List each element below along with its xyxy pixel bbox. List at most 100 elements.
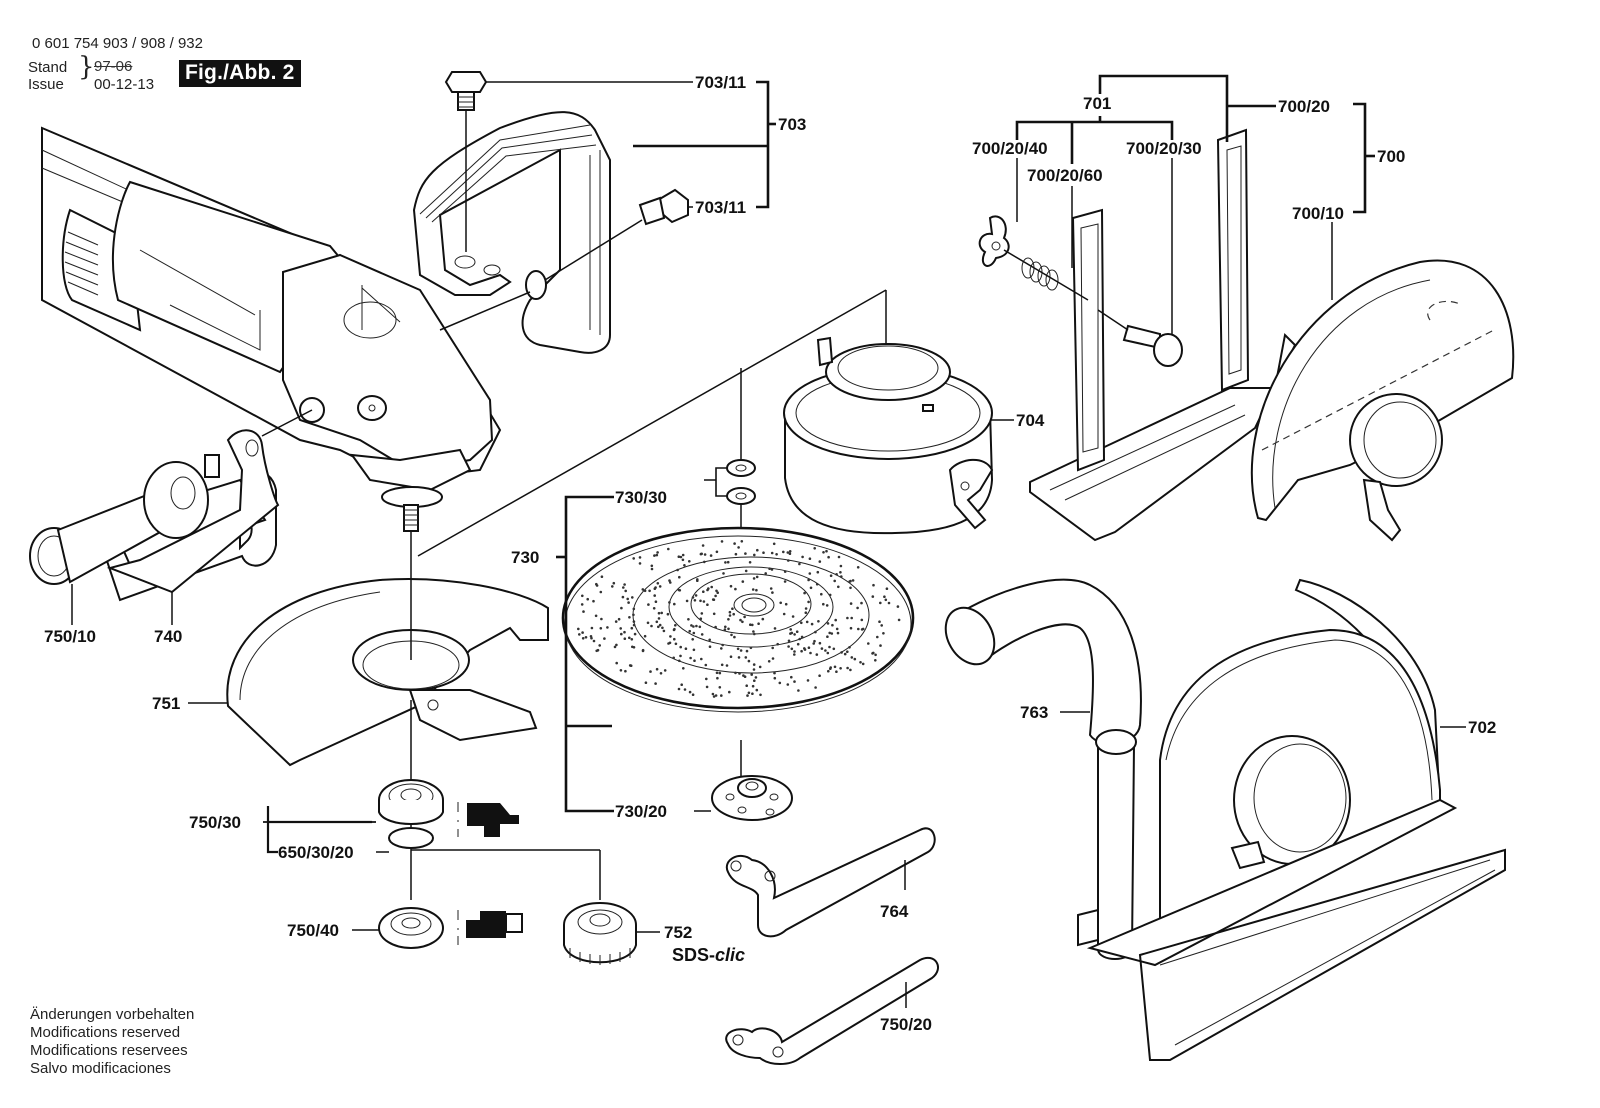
disc-dot bbox=[592, 639, 596, 643]
label-700-20: 700/20 bbox=[1278, 97, 1330, 116]
disc-dot bbox=[690, 624, 693, 627]
disc-dot bbox=[577, 627, 580, 631]
disc-dot bbox=[694, 594, 698, 597]
disc-dot bbox=[788, 550, 792, 553]
disc-dot bbox=[582, 610, 585, 613]
disc-dot bbox=[755, 575, 759, 579]
disc-dot bbox=[818, 560, 822, 563]
disc-dot bbox=[769, 587, 773, 590]
disc-dot bbox=[581, 637, 585, 640]
disc-dot bbox=[594, 614, 598, 618]
disc-dot bbox=[835, 670, 838, 673]
disc-dot bbox=[632, 557, 635, 560]
flange-profile-icon-2 bbox=[457, 910, 523, 945]
disc-dot bbox=[738, 672, 741, 675]
disc-dot bbox=[772, 542, 776, 546]
disc-dot bbox=[685, 599, 689, 603]
disc-dot bbox=[655, 667, 659, 671]
disc-dot bbox=[800, 635, 804, 639]
disc-dot bbox=[667, 547, 670, 551]
disc-dot bbox=[748, 561, 752, 564]
disc-dot bbox=[872, 651, 875, 655]
disc-dot bbox=[679, 555, 683, 559]
label-730-20: 730/20 bbox=[615, 802, 667, 821]
disc-dot bbox=[638, 562, 642, 565]
disc-dot bbox=[695, 624, 698, 628]
disc-dot bbox=[677, 588, 681, 592]
disc-dot bbox=[614, 620, 618, 623]
disc-dot bbox=[816, 570, 820, 574]
disc-dot bbox=[874, 659, 877, 662]
disc-dot bbox=[813, 547, 816, 550]
disc-dot bbox=[620, 632, 623, 636]
disc-dot bbox=[761, 617, 765, 621]
disc-dot bbox=[628, 616, 631, 619]
disc-dot bbox=[731, 607, 734, 610]
disc-dot bbox=[751, 692, 754, 695]
note-de: Änderungen vorbehalten bbox=[30, 1006, 195, 1023]
disc-dot bbox=[732, 612, 735, 616]
disc-dot bbox=[874, 653, 877, 657]
clic-suffix: clic bbox=[715, 945, 745, 965]
disc-dot bbox=[770, 568, 774, 571]
disc-dot bbox=[632, 613, 635, 617]
disc-dot bbox=[849, 668, 852, 672]
disc-dot bbox=[723, 628, 727, 631]
disc-dot bbox=[790, 647, 794, 651]
disc-dot bbox=[812, 642, 815, 645]
disc-dot bbox=[832, 647, 836, 651]
disc-dot bbox=[655, 553, 659, 557]
disc-dot bbox=[656, 551, 659, 554]
disc-dot bbox=[683, 564, 686, 567]
disc-dot bbox=[668, 601, 671, 604]
disc-dot bbox=[775, 553, 778, 556]
disc-dot bbox=[676, 568, 679, 572]
disc-dot bbox=[813, 639, 816, 643]
disc-dot bbox=[827, 555, 830, 559]
disc-dot bbox=[659, 672, 663, 675]
disc-dot bbox=[739, 618, 742, 622]
disc-dot bbox=[658, 585, 662, 588]
disc-dot bbox=[708, 645, 712, 648]
disc-dot bbox=[835, 573, 838, 576]
disc-dot bbox=[589, 635, 593, 638]
disc-dot bbox=[784, 602, 788, 606]
disc-dot bbox=[688, 690, 692, 694]
disc-dot bbox=[796, 642, 800, 646]
disc-dot bbox=[666, 612, 670, 616]
disc-dot bbox=[727, 627, 730, 631]
disc-dot bbox=[786, 683, 790, 686]
disc-dot bbox=[791, 615, 795, 618]
disc-dot bbox=[681, 558, 685, 562]
disc-dot bbox=[752, 663, 756, 666]
disc-dot bbox=[757, 622, 760, 625]
disc-dot bbox=[657, 625, 660, 629]
disc-dot bbox=[715, 550, 719, 554]
disc-dot bbox=[714, 594, 717, 598]
disc-dot bbox=[807, 600, 810, 604]
disc-dot bbox=[883, 595, 886, 598]
disc-dot bbox=[657, 617, 661, 620]
disc-dot bbox=[709, 554, 713, 557]
disc-dot bbox=[623, 637, 627, 640]
disc-dot bbox=[849, 626, 853, 630]
disc-dot bbox=[641, 648, 645, 652]
disc-dot bbox=[817, 620, 820, 623]
disc-dot bbox=[668, 579, 671, 582]
disc-dot bbox=[885, 587, 889, 590]
disc-dot bbox=[809, 651, 812, 655]
disc-dot bbox=[627, 601, 630, 604]
disc-dot bbox=[764, 572, 767, 575]
disc-dot bbox=[699, 552, 703, 556]
disc-dot bbox=[599, 627, 603, 630]
sds-clic-logo: SDS-clic bbox=[672, 945, 745, 965]
disc-dot bbox=[716, 676, 719, 680]
disc-dot bbox=[733, 635, 736, 639]
disc-dot bbox=[720, 540, 724, 543]
quick-clamp-nut-752 bbox=[563, 902, 660, 965]
disc-dot bbox=[887, 601, 891, 605]
disc-dot bbox=[747, 691, 751, 695]
disc-dot bbox=[628, 636, 631, 640]
disc-dot bbox=[814, 686, 817, 689]
disc-perforation-dots bbox=[577, 540, 901, 698]
